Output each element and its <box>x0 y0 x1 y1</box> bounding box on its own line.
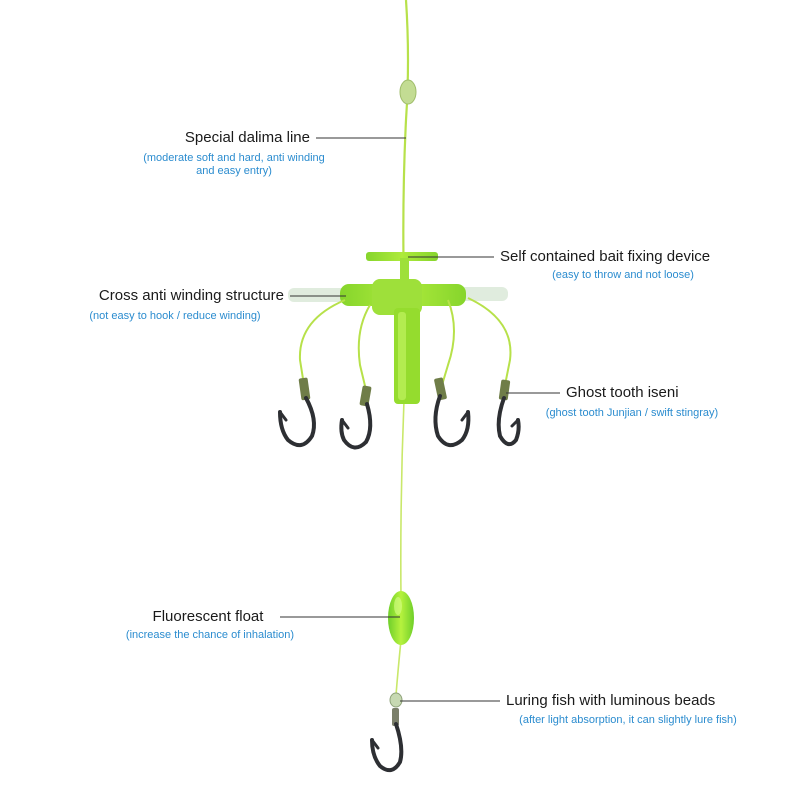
leader-2 <box>357 304 371 391</box>
annotation-dalima-title: Special dalima line <box>184 129 310 146</box>
annotation-cross-subtitle: (not easy to hook / reduce winding) <box>89 310 261 322</box>
top-bead <box>399 79 417 105</box>
annotation-dalima: Special dalima line <box>120 129 310 147</box>
hook-3 <box>433 394 471 448</box>
annotation-float-subtitle: (increase the chance of inhalation) <box>125 629 295 641</box>
hook-2 <box>339 402 373 450</box>
annotation-ghost-subtitle: (ghost tooth Junjian / swift stingray) <box>545 407 719 419</box>
leader-line <box>395 639 402 696</box>
hook-1 <box>278 396 316 448</box>
annotation-dalima-subtitle: (moderate soft and hard, anti winding an… <box>143 152 325 178</box>
main-line-bottom <box>400 399 405 601</box>
luminous-bead <box>389 692 403 708</box>
annotation-bait-title: Self contained bait fixing device <box>500 248 711 265</box>
leader-4 <box>467 297 512 386</box>
fluorescent-float <box>388 591 414 645</box>
main-line-top <box>402 0 410 291</box>
cross-hub-center <box>372 279 422 315</box>
leader-1 <box>298 299 346 386</box>
bait-fixing-stem <box>400 258 409 288</box>
bottom-hook <box>370 722 404 773</box>
annotation-bait-subtitle: (easy to throw and not loose) <box>552 269 694 281</box>
annotation-beads-title: Luring fish with luminous beads <box>506 692 716 709</box>
bait-stick <box>394 308 420 404</box>
annotation-float-title: Fluorescent float <box>152 608 264 625</box>
hook-4 <box>496 396 521 447</box>
annotation-ghost-title: Ghost tooth iseni <box>566 384 679 401</box>
bait-fixing-bar <box>366 252 438 261</box>
annotation-cross-title: Cross anti winding structure <box>98 287 284 304</box>
leader-3 <box>441 299 455 386</box>
annotation-beads-subtitle: (after light absorption, it can slightly… <box>519 714 737 726</box>
